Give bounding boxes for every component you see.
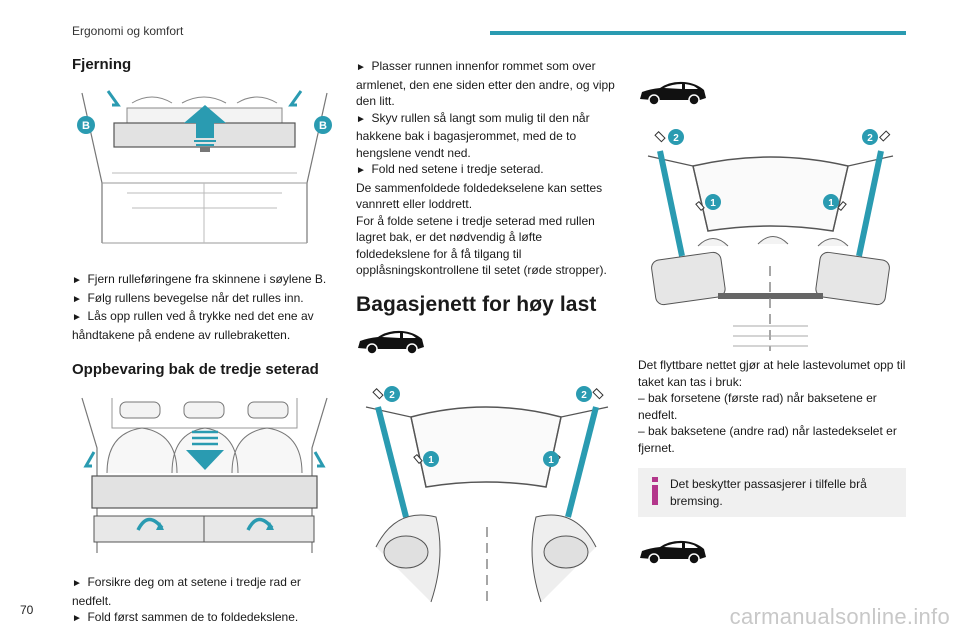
- car-silhouette-icon: [640, 81, 706, 106]
- paragraph-net-intro: Det flyttbare nettet gjør at hele lastev…: [638, 358, 906, 389]
- bullet-third-row-folded: Forsikre deg om at setene i tredje rad e…: [72, 574, 342, 609]
- marker-1-left: 1: [428, 455, 434, 466]
- marker-2-right: 2: [581, 390, 587, 401]
- dash-item-front-seats: – bak forsetene (første rad) når baksete…: [638, 391, 877, 422]
- bullet-follow-roller: Følg rullens bevegelse når det rulles in…: [72, 290, 342, 309]
- marker-2-left: 2: [673, 133, 679, 144]
- figure-cargo-net-rear: 2 2 1 1: [638, 126, 903, 351]
- column-left: Fjerning B B Fjern rulleføringene fra sk…: [72, 56, 342, 628]
- marker-b-left: B: [82, 120, 90, 132]
- bullet-unlock-roller: Lås opp rullen ved å trykke ned det ene …: [72, 308, 342, 343]
- marker-1-right: 1: [828, 198, 834, 209]
- bullet-remove-guides: Fjern rulleføringene fra skinnene i søyl…: [72, 271, 342, 290]
- info-text: Det beskytter passasjerer i tilfelle brå…: [670, 477, 867, 508]
- marker-b-right: B: [319, 120, 327, 132]
- car-silhouette-icon: [640, 540, 706, 565]
- paragraph-fold-seats: For å folde setene i tredje seterad med …: [356, 213, 607, 278]
- heading-storage-third-row: Oppbevaring bak de tredje seterad: [72, 361, 319, 378]
- header-accent-bar: [490, 31, 906, 35]
- bullet-fold-covers: Fold først sammen de to foldedekslene.: [72, 609, 342, 628]
- figure-cargo-net-front: 2 2 1 1: [356, 376, 618, 607]
- car-silhouette-icon: [358, 330, 424, 355]
- section-title-cargo-net: Bagasjenett for høy last: [356, 292, 597, 316]
- running-header: Ergonomi og komfort: [72, 24, 184, 38]
- marker-1-left: 1: [710, 198, 716, 209]
- info-icon: [652, 477, 658, 505]
- dash-item-rear-seats: – bak baksetene (andre rad) når lastedek…: [638, 424, 897, 455]
- page-number: 70: [20, 603, 34, 617]
- marker-2-right: 2: [867, 133, 873, 144]
- marker-1-right: 1: [548, 455, 554, 466]
- heading-fjerning: Fjerning: [72, 56, 132, 73]
- bullet-place-roller: Plasser runnen innenfor rommet som over …: [356, 58, 618, 110]
- figure-storage: [72, 388, 337, 558]
- figure-removal: B B: [72, 83, 337, 253]
- paragraph-folded-covers: De sammenfoldede foldedekselene kan sett…: [356, 180, 603, 212]
- column-right: 2 2 1 1 Det flyttbare nettet gjør at hel…: [638, 80, 906, 565]
- bullet-fold-third-row: Fold ned setene i tredje seterad.: [356, 161, 618, 180]
- info-note: Det beskytter passasjerer i tilfelle brå…: [638, 468, 906, 517]
- marker-2-left: 2: [389, 390, 395, 401]
- column-middle: Plasser runnen innenfor rommet som over …: [356, 58, 618, 607]
- bullet-push-roller: Skyv rullen så langt som mulig til den n…: [356, 110, 618, 162]
- watermark: carmanualsonline.info: [729, 604, 950, 629]
